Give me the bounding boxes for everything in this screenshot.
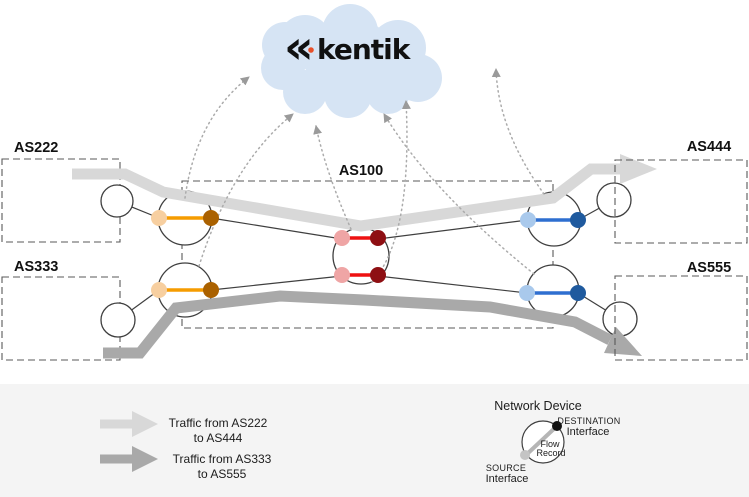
destination-interface-dot-tl	[203, 210, 219, 226]
legend-flow2: Traffic from AS333 to AS555	[100, 446, 272, 481]
legend-source-sublabel: Interface	[486, 473, 529, 485]
as555-boundary-box	[614, 275, 748, 361]
legend-destination-label: DESTINATION	[557, 416, 620, 426]
flow-records	[151, 210, 586, 301]
kentik-logo-text: kentik	[317, 33, 412, 66]
traffic-path-as333-as555	[103, 290, 613, 359]
legend-destination-sublabel: Interface	[567, 426, 610, 438]
destination-interface-dot-bl	[203, 282, 219, 298]
legend-source-label: SOURCE	[486, 463, 526, 473]
source-interface-dot-core-bottom	[334, 267, 350, 283]
legend-panel	[0, 384, 749, 497]
traffic-path-as222-as444	[72, 163, 622, 232]
legend-network-device: Network Device Flow Record DESTINATION I…	[486, 399, 621, 485]
destination-interface-dot-core-top	[370, 230, 386, 246]
kentik-logo-dot	[308, 47, 314, 53]
router-as444	[596, 182, 632, 218]
kentik-logo-chevron-icon: «	[284, 20, 314, 74]
destination-interface-dot-tr	[570, 212, 586, 228]
router-as555	[602, 301, 638, 337]
legend-device-title: Network Device	[494, 399, 582, 413]
as444-boundary-box	[614, 159, 748, 244]
legend-flow2-line1: Traffic from AS333	[173, 452, 272, 466]
source-interface-dot-tl	[151, 210, 167, 226]
legend-flow1: Traffic from AS222 to AS444	[100, 411, 268, 445]
as555-label: AS555	[687, 260, 731, 276]
source-interface-dot-br	[519, 285, 535, 301]
source-interface-dot-core-top	[334, 230, 350, 246]
legend-flow-record-label-line1: Flow	[540, 439, 560, 449]
flow-export-arrow-top-right	[491, 68, 545, 195]
link-bl-to-core	[210, 275, 343, 291]
as100-label: AS100	[339, 163, 383, 179]
legend-flow2-line2: to AS555	[198, 467, 247, 481]
as333-label: AS333	[14, 259, 58, 275]
as444-label: AS444	[687, 139, 731, 155]
legend-arrowhead-as222-as444	[132, 411, 158, 437]
legend-flow-record-label-line2: Record	[536, 448, 565, 458]
traffic-arrowhead-as555	[604, 327, 642, 356]
as100-boundary-box	[181, 180, 554, 329]
link-tl-to-core	[210, 217, 343, 240]
router-as222	[100, 184, 134, 218]
destination-interface-dot-core-bottom	[370, 267, 386, 283]
router-as333	[100, 302, 136, 338]
traffic-arrowhead-as444	[620, 154, 657, 184]
flow-export-arrow-bottom-left	[198, 113, 294, 267]
link-core-to-br	[377, 275, 528, 294]
source-interface-dot-tr	[520, 212, 536, 228]
legend-flow-record-line	[524, 424, 559, 457]
legend-flow1-line1: Traffic from AS222	[169, 416, 268, 430]
flow-export-arrow-top-left	[184, 76, 250, 199]
legend-arrowhead-as333-as555	[132, 446, 158, 472]
link-core-to-tr	[377, 219, 529, 240]
legend-destination-interface-dot	[552, 421, 562, 431]
flow-export-arrow-core-top	[313, 125, 352, 230]
legend-source-interface-dot	[520, 450, 530, 460]
source-interface-dot-bl	[151, 282, 167, 298]
legend-flow1-line2: to AS444	[194, 431, 243, 445]
flow-export-arrow-bottom-right	[383, 113, 535, 275]
destination-interface-dot-br	[570, 285, 586, 301]
kentik-cloud: « kentik	[261, 4, 442, 118]
as222-label: AS222	[14, 140, 58, 156]
